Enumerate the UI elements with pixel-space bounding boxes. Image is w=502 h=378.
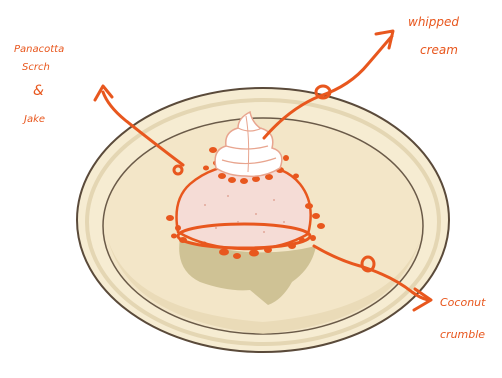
crumble-bit	[228, 177, 236, 183]
label-coconut-line2: crumble	[440, 328, 485, 341]
label-panacotta-line1: Panacotta	[14, 44, 64, 55]
crumble-bit	[288, 243, 296, 249]
crumble-bit	[283, 155, 289, 161]
crumble-bit	[310, 235, 316, 241]
crumble-bit	[175, 225, 181, 231]
crumble-bit	[171, 234, 177, 239]
label-panna-cotta: Panacotta Scrch & Jake	[14, 44, 64, 125]
label-whipped-cream: whipped cream	[408, 15, 459, 57]
crumble-bit	[264, 247, 272, 253]
crumble-bit	[317, 223, 325, 229]
crumble-bit	[166, 215, 174, 221]
crumble-bit	[219, 249, 229, 256]
label-whipped-line1: whipped	[408, 15, 459, 29]
label-panacotta-line4: Jake	[22, 114, 45, 125]
crumble-bit	[218, 173, 226, 179]
label-coconut-crumble: Coconut crumble	[440, 296, 486, 341]
label-panacotta-line2: Scrch	[22, 62, 50, 73]
crumble-bit	[293, 174, 299, 179]
crumble-bit	[305, 203, 313, 209]
crumble-bit	[249, 250, 259, 257]
crumble-bit	[299, 238, 305, 243]
crumble-bit	[203, 166, 209, 171]
label-coconut-line1: Coconut	[440, 296, 486, 309]
label-panacotta-line3: &	[33, 83, 44, 99]
label-whipped-line2: cream	[420, 43, 458, 57]
crumble-bit	[201, 242, 207, 247]
crumble-bit	[312, 213, 320, 219]
crumble-bit	[179, 237, 187, 243]
crumble-bit	[209, 147, 217, 153]
crumble-bit	[233, 253, 241, 259]
crumble-bit	[240, 178, 248, 184]
